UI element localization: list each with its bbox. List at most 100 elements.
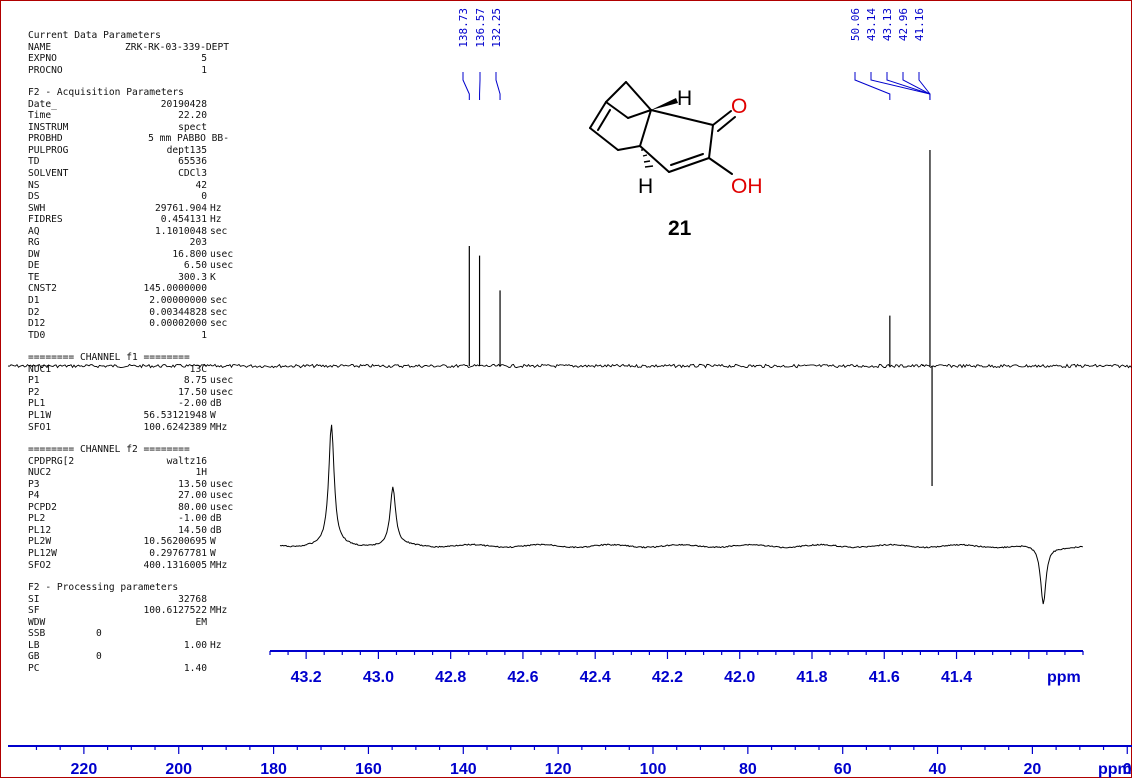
param-unit: W (210, 409, 216, 421)
param-key: TD0 (28, 329, 46, 341)
param-unit: usec (210, 501, 234, 513)
param-unit: Hz (210, 214, 222, 226)
param-value: 13C (189, 363, 207, 375)
param-key: PROCNO (28, 64, 63, 76)
peak-label: 136.57 (474, 8, 487, 48)
param-key: P3 (28, 478, 40, 490)
param-unit: sec (210, 295, 228, 307)
inset-tick-label: 42.4 (580, 669, 611, 686)
peak-label: 43.14 (865, 8, 878, 41)
param-value: 100.6242389 (143, 421, 207, 433)
peak-label-pointer (918, 72, 931, 100)
param-value: 1.40 (183, 662, 207, 674)
param-value: 65536 (178, 156, 207, 168)
param-key: PULPROG (28, 144, 69, 156)
param-unit: Hz (210, 202, 222, 214)
param-value: 29761.904 (155, 202, 207, 214)
peak-label-pointer (870, 72, 931, 100)
peak-label: 42.96 (897, 8, 910, 41)
param-unit: usec (210, 478, 234, 490)
param-key: PL1 (28, 398, 46, 410)
inset-tick-label: 43.0 (363, 669, 394, 686)
param-key: CNST2 (28, 283, 57, 295)
main-tick-label: 220 (71, 761, 98, 778)
param-block-title: F2 - Processing parameters (28, 582, 179, 594)
param-key: SSB (28, 628, 46, 640)
spectrum-baseline (7, 363, 1132, 369)
param-value: 0 (201, 191, 207, 203)
param-value: 100.6127522 (143, 605, 207, 617)
param-key: CPDPRG[2 (28, 455, 75, 467)
param-key: Date_ (28, 98, 57, 110)
param-row: CPDPRG[2 waltz16 (28, 456, 243, 468)
param-value: 0.29767781 (149, 547, 207, 559)
param-key: NUC1 (28, 363, 52, 375)
param-key: PC (28, 662, 40, 674)
param-key: WDW (28, 616, 46, 628)
param-value: 0.00344828 (149, 306, 207, 318)
param-value: dept135 (166, 144, 207, 156)
atom-oxygen: O (731, 95, 747, 118)
param-value: waltz16 (166, 455, 207, 467)
param-value: 14.50 (178, 524, 207, 536)
param-value: 6.50 (183, 260, 207, 272)
param-key: PCPD2 (28, 501, 57, 513)
param-key: PROBHD (28, 133, 63, 145)
param-unit: usec (210, 248, 234, 260)
param-value: 22.20 (178, 110, 207, 122)
param-value: 145.0000000 (143, 283, 207, 295)
param-key: PL12W (28, 547, 57, 559)
param-key: TE (28, 271, 40, 283)
param-value: 17.50 (178, 386, 207, 398)
param-unit: MHz (210, 605, 228, 617)
param-block-title: ======== CHANNEL f1 ======== (28, 352, 190, 364)
main-tick-label: 160 (355, 761, 382, 778)
main-tick-label: 180 (260, 761, 287, 778)
param-value: 27.00 (178, 490, 207, 502)
param-value: 400.1316005 (143, 559, 207, 571)
param-key: FIDRES (28, 214, 63, 226)
param-key: Time (28, 110, 52, 122)
main-tick-label: 20 (1024, 761, 1042, 778)
param-value: 10.56200695 (143, 536, 207, 548)
param-key: DW (28, 248, 40, 260)
param-key: SFO1 (28, 421, 52, 433)
param-value: -2.00 (178, 398, 207, 410)
param-block: ======== CHANNEL f2 ========CPDPRG[2 walt… (28, 444, 243, 571)
param-unit: usec (210, 375, 234, 387)
param-value: 20190428 (160, 98, 207, 110)
param-value: 0.454131 (160, 214, 207, 226)
peak-label-pointer (902, 72, 931, 100)
param-unit: sec (210, 225, 228, 237)
param-value: 203 (189, 237, 207, 249)
peak-label-pointer (495, 72, 501, 100)
atom-h-bottom: H (638, 175, 653, 198)
inset-axis-unit: ppm (1047, 669, 1081, 686)
param-value: 1.1010048 (155, 225, 207, 237)
param-value: 0.00002000 (149, 318, 207, 330)
peak-label: 41.16 (913, 8, 926, 41)
param-block-title: ======== CHANNEL f2 ======== (28, 444, 190, 456)
param-key: TD (28, 156, 40, 168)
param-unit: dB (210, 513, 222, 525)
